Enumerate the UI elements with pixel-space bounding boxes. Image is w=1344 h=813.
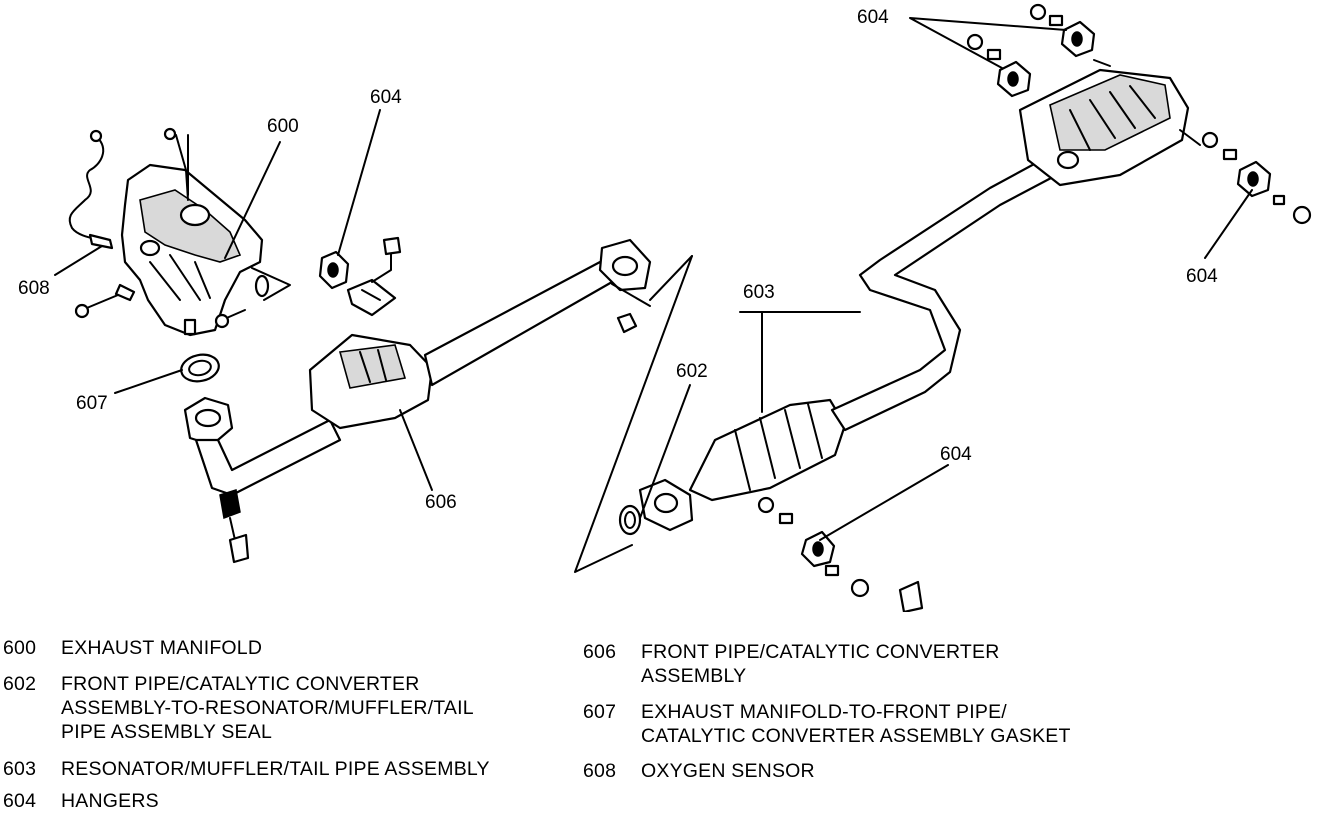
legend-item-607: 607 EXHAUST MANIFOLD-TO-FRONT PIPE/ CATA… xyxy=(583,700,1183,748)
legend-number: 606 xyxy=(583,641,617,663)
hanger-rear-top-b xyxy=(1029,3,1111,67)
callout-604-top: 604 xyxy=(857,7,889,28)
legend-item-608: 608 OXYGEN SENSOR xyxy=(583,759,1183,783)
legend-item-603: 603 RESONATOR/MUFFLER/TAIL PIPE ASSEMBLY xyxy=(3,757,563,781)
callout-604-right: 604 xyxy=(1186,266,1218,287)
legend-number: 600 xyxy=(3,637,37,659)
hanger-front xyxy=(318,236,402,317)
manifold-gasket xyxy=(180,353,220,383)
legend-item-600: 600 EXHAUST MANIFOLD xyxy=(3,636,563,660)
callout-604-bottom: 604 xyxy=(940,444,972,465)
legend-item-604: 604 HANGERS xyxy=(3,789,563,813)
legend-description: RESONATOR/MUFFLER/TAIL PIPE ASSEMBLY xyxy=(61,758,490,780)
front-pipe-catalytic-converter xyxy=(183,238,652,564)
legend-description: FRONT PIPE/CATALYTIC CONVERTER ASSEMBLY xyxy=(641,641,1000,687)
hanger-rear-bottom xyxy=(757,496,870,598)
legend-number: 603 xyxy=(3,758,37,780)
legend-item-602: 602 FRONT PIPE/CATALYTIC CONVERTER ASSEM… xyxy=(3,672,563,744)
legend-number: 607 xyxy=(583,701,617,723)
legend-description: FRONT PIPE/CATALYTIC CONVERTER ASSEMBLY-… xyxy=(61,673,474,743)
assembly-separator xyxy=(574,255,693,573)
callout-600: 600 xyxy=(267,116,299,137)
legend-description: OXYGEN SENSOR xyxy=(641,760,815,782)
oxygen-sensor xyxy=(68,129,114,250)
legend-description: EXHAUST MANIFOLD-TO-FRONT PIPE/ CATALYTI… xyxy=(641,701,1071,747)
callout-606: 606 xyxy=(425,492,457,513)
callout-608: 608 xyxy=(18,278,50,299)
callout-602: 602 xyxy=(676,361,708,382)
callout-603: 603 xyxy=(743,282,775,303)
callout-604-front: 604 xyxy=(370,87,402,108)
legend-item-606: 606 FRONT PIPE/CATALYTIC CONVERTER ASSEM… xyxy=(583,640,1183,688)
callout-607: 607 xyxy=(76,393,108,414)
legend-description: HANGERS xyxy=(61,790,159,812)
legend-description: EXHAUST MANIFOLD xyxy=(61,637,263,659)
legend-number: 604 xyxy=(3,790,37,812)
legend-number: 608 xyxy=(583,760,617,782)
hanger-rear-top-a xyxy=(966,33,1032,98)
leader-lines xyxy=(54,17,1253,541)
rear-exhaust-assembly xyxy=(618,68,1190,612)
hanger-rear-right xyxy=(1179,129,1312,225)
exhaust-manifold xyxy=(74,127,291,337)
exhaust-system-diagram: 600 604 608 607 606 603 602 604 604 604 xyxy=(18,3,1312,612)
legend-number: 602 xyxy=(3,673,37,695)
